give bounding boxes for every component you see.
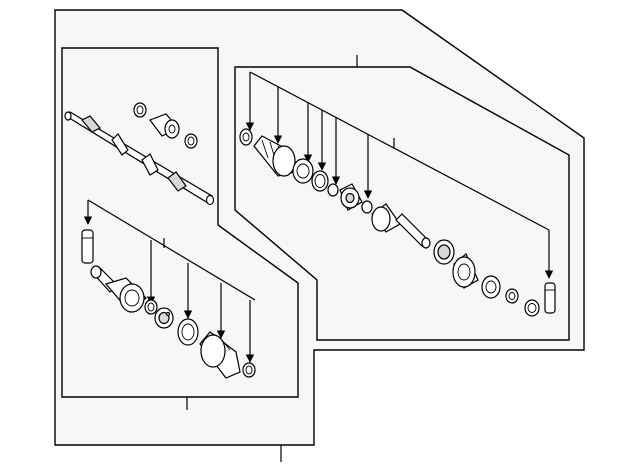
washer-right[interactable] — [505, 288, 519, 304]
boot-clamp-end-left[interactable] — [242, 362, 256, 378]
seal-ring-right[interactable] — [433, 239, 455, 265]
joint-ring-left[interactable] — [154, 307, 174, 329]
bearing-right[interactable] — [481, 275, 501, 299]
tripod-joint[interactable] — [339, 183, 363, 211]
outer-cv-joint[interactable] — [90, 265, 147, 313]
dust-cover[interactable] — [452, 253, 479, 289]
inner-joint-housing[interactable] — [371, 203, 431, 249]
boot-clamp-small-right[interactable] — [239, 128, 253, 146]
snap-ring-inner[interactable] — [361, 200, 373, 214]
left-leader-tree — [83, 199, 256, 363]
boot-clamp-large-left[interactable] — [177, 318, 199, 346]
right-leader-tree — [245, 71, 554, 279]
axle-shaft[interactable] — [64, 111, 215, 206]
grease-tube-right[interactable] — [544, 282, 556, 314]
boot-clamp-small-left[interactable] — [144, 299, 158, 315]
left-subassembly-panel[interactable] — [61, 47, 299, 398]
damper-ring-end[interactable] — [184, 133, 198, 149]
snap-ring[interactable] — [311, 170, 329, 192]
right-subassembly-panel[interactable] — [234, 66, 570, 341]
grease-tube-left[interactable] — [81, 229, 94, 264]
outer-cv-boot[interactable] — [199, 331, 241, 379]
stop-ring[interactable] — [327, 183, 339, 197]
damper-ring-small[interactable] — [133, 102, 147, 118]
boot-clamp-large-right[interactable] — [292, 158, 314, 184]
inner-cv-boot[interactable] — [253, 135, 296, 177]
seal-end-right[interactable] — [524, 299, 540, 317]
damper-body[interactable] — [149, 113, 180, 139]
